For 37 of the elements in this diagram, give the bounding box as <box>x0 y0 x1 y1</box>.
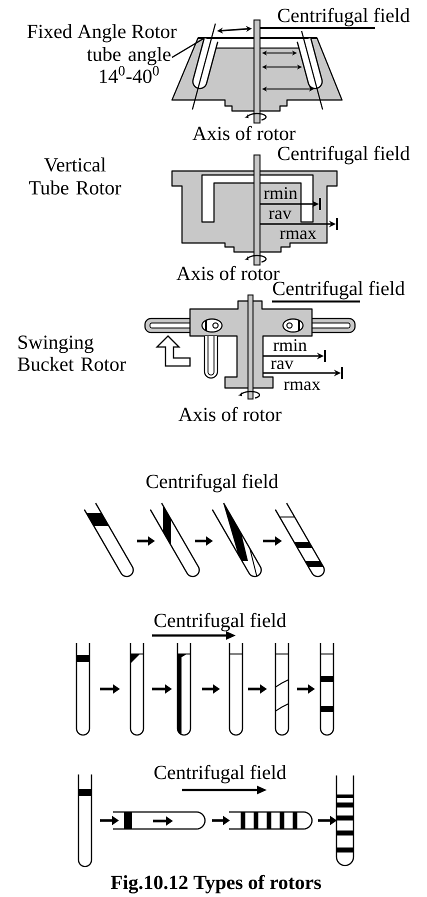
radius-label: rmin <box>273 339 307 351</box>
angle-label: tube angle 14$^{0}$-40$^{0}$ <box>86 47 171 84</box>
test-tube <box>274 643 290 736</box>
test-tube <box>150 502 200 578</box>
radius-label: rav <box>270 360 294 370</box>
test-tube <box>336 776 354 866</box>
field-label: Centrifugal field <box>154 764 286 784</box>
test-tube <box>320 643 334 736</box>
radius-label: rav <box>268 210 292 220</box>
field-label: Centrifugal field <box>154 612 286 632</box>
test-tube <box>76 643 90 736</box>
test-tube <box>274 502 325 578</box>
figure-caption: Fig.10.12 Types of rotors <box>110 874 321 894</box>
test-tube <box>176 643 192 736</box>
test-tube <box>84 502 134 578</box>
tube-slot <box>296 38 323 90</box>
rotor-label: Swinging Bucket Rotor <box>18 336 126 371</box>
test-tube <box>212 502 262 578</box>
test-tube <box>229 811 313 830</box>
field-label: Centrifugal field <box>278 146 410 164</box>
test-tube <box>78 774 92 868</box>
test-tube <box>113 811 206 830</box>
radius-label: rmax <box>284 382 320 390</box>
test-tube <box>228 643 244 736</box>
axis-label: Axis of rotor <box>178 406 282 422</box>
field-label: Centrifugal field <box>278 8 410 26</box>
rotor-label: Vertical Tube Rotor <box>29 158 122 195</box>
radius-label: rmax <box>280 230 316 240</box>
leader-line <box>172 38 205 58</box>
test-tube <box>130 643 144 736</box>
axis-label: Axis of rotor <box>192 126 296 140</box>
field-label: Centrifugal field <box>146 474 278 492</box>
radius-label: rmin <box>264 187 298 199</box>
field-label: Centrifugal field <box>273 280 405 300</box>
rotor-label: Fixed Angle Rotor <box>27 24 177 42</box>
tube-slot <box>192 38 218 90</box>
axis-label: Axis of rotor <box>176 266 280 280</box>
